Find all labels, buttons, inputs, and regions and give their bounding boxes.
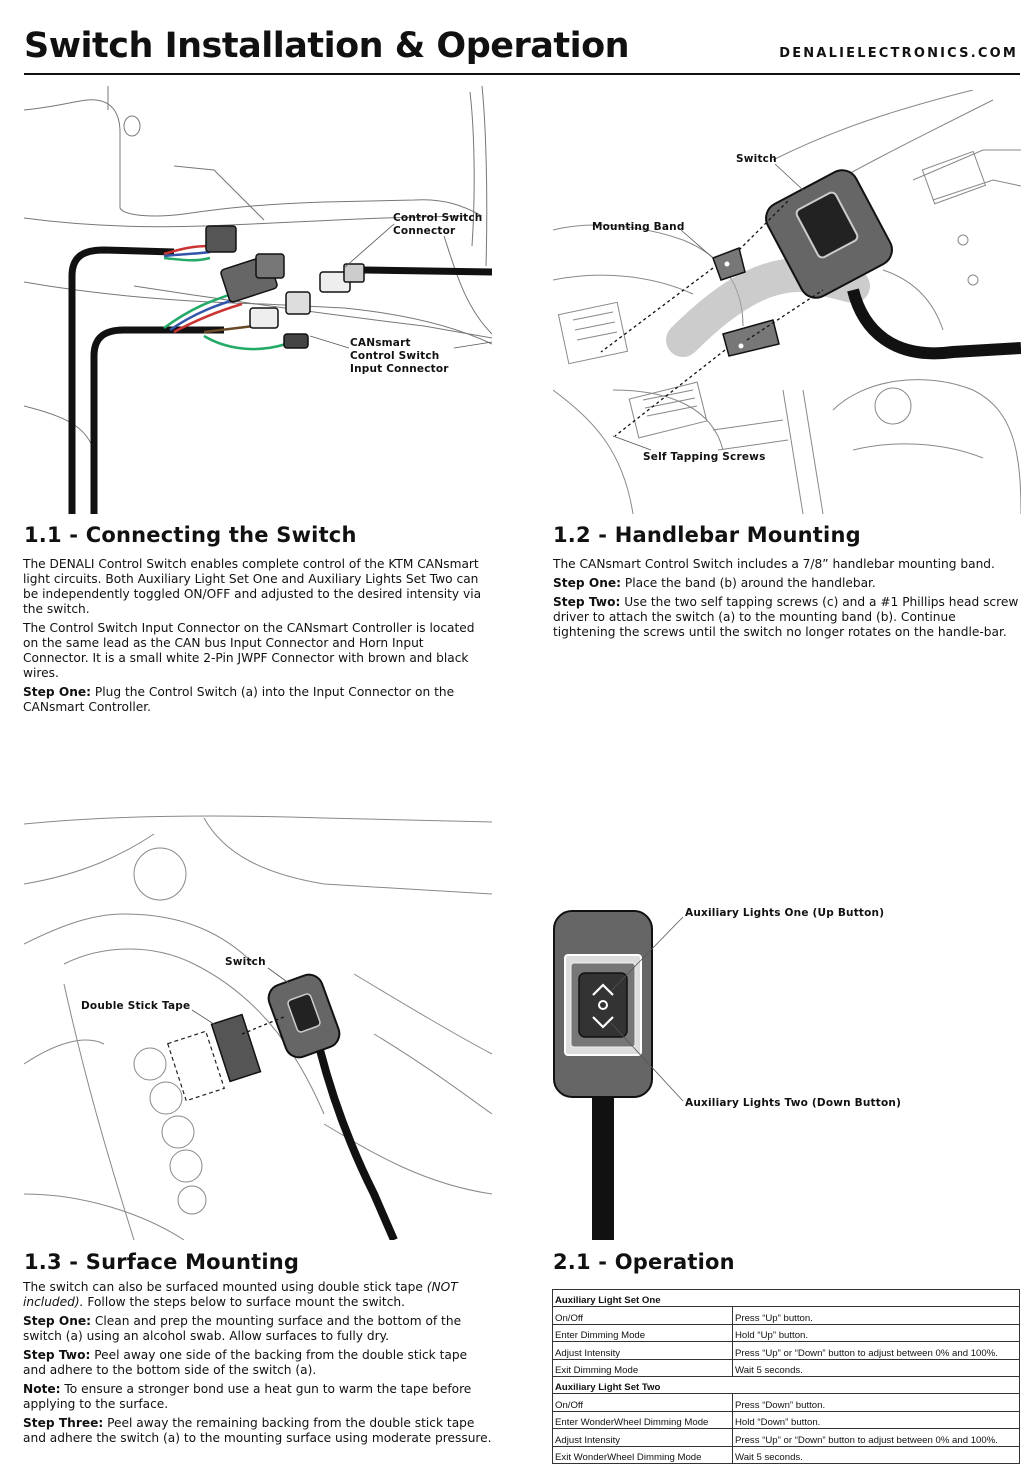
callout-switch-surface: Switch [225, 956, 266, 968]
step-label: Step Two: [553, 595, 621, 609]
table-cell-instruction: Press “Up” or “Down” button to adjust be… [732, 1341, 1020, 1360]
section-title-surface: 1.3 - Surface Mounting [24, 1250, 300, 1274]
table-group-label: Auxiliary Light Set Two [552, 1375, 1020, 1395]
table-cell-instruction: Press “Up” or “Down” button to adjust be… [732, 1428, 1020, 1447]
step-label: Step Two: [23, 1348, 91, 1362]
surface-intro-italic: (NOT included). [23, 1280, 458, 1309]
section-body-handlebar: The CANsmart Control Switch includes a 7… [553, 557, 1021, 644]
table-cell-instruction: Wait 5 seconds. [732, 1445, 1020, 1464]
table-row: Enter Dimming Mode Hold “Up” button. [552, 1323, 1020, 1343]
website-url[interactable]: DENALIELECTRONICS.COM [779, 46, 1018, 61]
handlebar-illustration [553, 90, 1021, 514]
surface-step-one: Step One: Clean and prep the mounting su… [23, 1314, 493, 1344]
step-text: Peel away one side of the backing from t… [23, 1348, 468, 1377]
table-group-row: Auxiliary Light Set Two [552, 1375, 1020, 1395]
down-arrow-icon [592, 1016, 614, 1029]
page-title: Switch Installation & Operation [24, 26, 630, 66]
table-cell-action: Adjust Intensity [552, 1428, 733, 1447]
table-cell-action: Exit WonderWheel Dimming Mode [552, 1445, 733, 1464]
section-body-surface: The switch can also be surfaced mounted … [23, 1280, 493, 1450]
table-cell-instruction: Press “Up” button. [732, 1306, 1020, 1325]
table-row: Adjust Intensity Press “Up” or “Down” bu… [552, 1341, 1020, 1360]
section-title-operation: 2.1 - Operation [553, 1250, 735, 1274]
section-title-handlebar: 1.2 - Handlebar Mounting [553, 523, 861, 547]
section-body-connecting: The DENALI Control Switch enables comple… [23, 557, 493, 719]
table-row: Exit WonderWheel Dimming Mode Wait 5 sec… [552, 1445, 1020, 1464]
table-cell-instruction: Hold “Up” button. [732, 1323, 1020, 1343]
step-text: Peel away the remaining backing from the… [23, 1416, 492, 1445]
figure-connecting-switch [24, 86, 492, 514]
surface-illustration [24, 815, 492, 1240]
table-row: Exit Dimming Mode Wait 5 seconds. [552, 1358, 1020, 1377]
table-row: On/Off Press “Up” button. [552, 1306, 1020, 1325]
step-text: Place the band (b) around the handlebar. [621, 576, 876, 590]
callout-mounting-band: Mounting Band [592, 221, 685, 233]
table-cell-action: On/Off [552, 1306, 733, 1325]
table-row: Enter WonderWheel Dimming Mode Hold “Dow… [552, 1410, 1020, 1430]
surface-paragraph-1: The switch can also be surfaced mounted … [23, 1280, 493, 1310]
table-cell-action: Exit Dimming Mode [552, 1358, 733, 1377]
figure-handlebar-mounting [553, 90, 1021, 514]
surface-note: Note: To ensure a stronger bond use a he… [23, 1382, 493, 1412]
table-row: Adjust Intensity Press “Up” or “Down” bu… [552, 1428, 1020, 1447]
connecting-step-one: Step One: Plug the Control Switch (a) in… [23, 685, 493, 715]
callout-cansmart-input-connector: CANsmart Control Switch Input Connector [350, 337, 449, 375]
note-label: Note: [23, 1382, 61, 1396]
callout-switch: Switch [736, 153, 777, 165]
table-cell-instruction: Press “Down” button. [732, 1393, 1020, 1412]
table-row: On/Off Press “Down” button. [552, 1393, 1020, 1412]
note-text: To ensure a stronger bond use a heat gun… [23, 1382, 472, 1411]
connecting-paragraph-1: The DENALI Control Switch enables comple… [23, 557, 482, 616]
table-cell-action: Adjust Intensity [552, 1341, 733, 1360]
up-arrow-icon [592, 983, 614, 996]
step-text: Plug the Control Switch (a) into the Inp… [23, 685, 455, 714]
step-label: Step One: [553, 576, 622, 590]
callout-self-tapping-screws: Self Tapping Screws [643, 451, 766, 463]
callout-control-switch-connector: Control Switch Connector [393, 212, 483, 237]
table-cell-instruction: Wait 5 seconds. [732, 1358, 1020, 1377]
callout-down-button: Auxiliary Lights Two (Down Button) [685, 1097, 902, 1109]
table-group-label: Auxiliary Light Set One [552, 1288, 1020, 1308]
connecting-paragraph-2: The Control Switch Input Connector on th… [23, 621, 475, 680]
callout-double-stick-tape: Double Stick Tape [81, 1000, 191, 1012]
surface-intro-a: The switch can also be surfaced mounted … [23, 1280, 427, 1294]
callout-up-button: Auxiliary Lights One (Up Button) [685, 907, 885, 919]
step-text: Clean and prep the mounting surface and … [23, 1314, 462, 1343]
surface-step-three: Step Three: Peel away the remaining back… [23, 1416, 493, 1446]
step-label: Step Three: [23, 1416, 104, 1430]
handlebar-step-one: Step One: Place the band (b) around the … [553, 576, 1021, 591]
step-text: Use the two self tapping screws (c) and … [553, 595, 1019, 639]
surface-intro-b: Follow the steps below to surface mount … [83, 1295, 405, 1309]
table-group-row: Auxiliary Light Set One [552, 1288, 1020, 1308]
switch-front-illustration [553, 910, 684, 1240]
table-cell-action: On/Off [552, 1393, 733, 1412]
section-title-connecting: 1.1 - Connecting the Switch [24, 523, 357, 547]
table-cell-action: Enter Dimming Mode [552, 1323, 733, 1343]
header-divider [24, 73, 1020, 75]
wiring-illustration [24, 86, 492, 514]
operation-table: Auxiliary Light Set One On/Off Press “Up… [552, 1288, 1020, 1464]
handlebar-step-two: Step Two: Use the two self tapping screw… [553, 595, 1021, 640]
step-label: Step One: [23, 685, 92, 699]
table-cell-instruction: Hold “Down” button. [732, 1410, 1020, 1430]
figure-switch-buttons [553, 905, 1021, 1240]
table-cell-action: Enter WonderWheel Dimming Mode [552, 1410, 733, 1430]
step-label: Step One: [23, 1314, 92, 1328]
figure-surface-mounting [24, 814, 492, 1240]
surface-step-two: Step Two: Peel away one side of the back… [23, 1348, 493, 1378]
handlebar-paragraph-1: The CANsmart Control Switch includes a 7… [553, 557, 995, 571]
